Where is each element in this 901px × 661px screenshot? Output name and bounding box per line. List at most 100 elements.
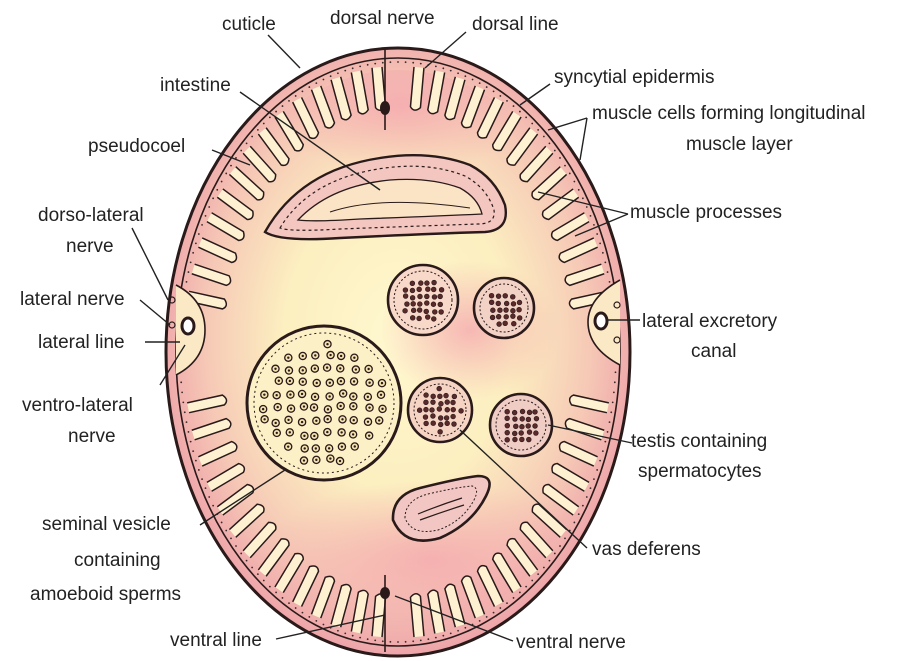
spermatocyte bbox=[425, 315, 430, 320]
epidermis-dot bbox=[537, 129, 539, 131]
epidermis-dot bbox=[382, 62, 384, 64]
sperm-nucleus bbox=[326, 431, 328, 433]
sperm-nucleus bbox=[329, 457, 331, 459]
epidermis-dot bbox=[257, 573, 259, 575]
spermatocyte bbox=[445, 400, 450, 405]
epidermis-dot bbox=[269, 116, 271, 118]
epidermis-dot bbox=[486, 86, 488, 88]
spermatocyte bbox=[423, 415, 428, 420]
spermatocyte bbox=[517, 300, 522, 305]
epidermis-dot bbox=[186, 421, 188, 423]
sperm-nucleus bbox=[313, 435, 315, 437]
label-vas-deferens: vas deferens bbox=[592, 539, 701, 560]
spermatocyte bbox=[510, 294, 515, 299]
spermatocyte bbox=[451, 400, 456, 405]
epidermis-dot bbox=[602, 450, 604, 452]
epidermis-dot bbox=[519, 111, 521, 113]
epidermis-dot bbox=[525, 116, 527, 118]
epidermis-dot bbox=[397, 61, 399, 63]
epidermis-dot bbox=[593, 478, 595, 480]
epidermis-dot bbox=[181, 391, 183, 393]
epidermis-dot bbox=[609, 281, 611, 283]
epidermis-dot bbox=[190, 261, 192, 263]
spermatocyte bbox=[445, 407, 450, 412]
sperm-nucleus bbox=[329, 354, 331, 356]
epidermis-dot bbox=[569, 173, 571, 175]
epidermis-dot bbox=[479, 620, 481, 622]
epidermis-dot bbox=[269, 586, 271, 588]
epidermis-dot bbox=[302, 90, 304, 92]
epidermis-dot bbox=[554, 553, 556, 555]
label-ventro-lateral-line1: ventro-lateral bbox=[22, 395, 133, 416]
spermatocyte bbox=[511, 321, 516, 326]
epidermis-dot bbox=[590, 215, 592, 217]
epidermis-dot bbox=[599, 242, 601, 244]
spermatocyte bbox=[431, 394, 436, 399]
epidermis-dot bbox=[221, 522, 223, 524]
epidermis-dot bbox=[308, 86, 310, 88]
spermatocyte bbox=[444, 415, 449, 420]
epidermis-dot bbox=[614, 381, 616, 383]
spermatocyte bbox=[425, 287, 430, 292]
epidermis-dot bbox=[180, 381, 182, 383]
sperm-nucleus bbox=[304, 447, 306, 449]
epidermis-dot bbox=[450, 632, 452, 634]
epidermis-dot bbox=[344, 632, 346, 634]
sperm-nucleus bbox=[353, 380, 355, 382]
sperm-nucleus bbox=[278, 380, 280, 382]
epidermis-dot bbox=[602, 252, 604, 254]
spermatocyte bbox=[424, 301, 429, 306]
epidermis-dot bbox=[337, 630, 339, 632]
spermatocyte bbox=[534, 416, 539, 421]
epidermis-dot bbox=[499, 95, 501, 97]
spermatocyte bbox=[520, 416, 525, 421]
epidermis-dot bbox=[420, 63, 422, 65]
epidermis-dot bbox=[344, 70, 346, 72]
spermatocyte bbox=[424, 294, 429, 299]
sperm-nucleus bbox=[354, 445, 356, 447]
epidermis-dot bbox=[412, 640, 414, 642]
testis-section-right bbox=[490, 394, 552, 456]
spermatocyte bbox=[438, 429, 443, 434]
label-testis-line1: testis containing bbox=[631, 431, 767, 452]
epidermis-dot bbox=[493, 90, 495, 92]
epidermis-dot bbox=[201, 224, 203, 226]
sperm-nucleus bbox=[288, 369, 290, 371]
spermatocyte bbox=[438, 302, 443, 307]
spermatocyte bbox=[444, 393, 449, 398]
epidermis-dot bbox=[578, 513, 580, 515]
spermatocyte bbox=[511, 301, 516, 306]
epidermis-dot bbox=[184, 411, 186, 413]
sperm-nucleus bbox=[367, 421, 369, 423]
label-syncytial-epidermis: syncytial epidermis bbox=[554, 67, 715, 88]
epidermis-dot bbox=[596, 233, 598, 235]
epidermis-dot bbox=[359, 66, 361, 68]
sperm-nucleus bbox=[342, 392, 344, 394]
epidermis-dot bbox=[549, 142, 551, 144]
spermatocyte bbox=[527, 430, 532, 435]
sperm-nucleus bbox=[303, 459, 305, 461]
spermatocyte bbox=[459, 408, 464, 413]
sperm-nucleus bbox=[355, 368, 357, 370]
sperm-nucleus bbox=[290, 407, 292, 409]
sperm-nucleus bbox=[263, 393, 265, 395]
spermatocyte bbox=[489, 300, 494, 305]
epidermis-dot bbox=[288, 100, 290, 102]
label-testis-line2: spermatocytes bbox=[638, 461, 762, 482]
sperm-nucleus bbox=[328, 447, 330, 449]
epidermis-dot bbox=[506, 602, 508, 604]
epidermis-dot bbox=[225, 530, 227, 532]
label-ventral-nerve: ventral nerve bbox=[516, 632, 626, 653]
label-dorso-lateral-line2: nerve bbox=[66, 236, 114, 257]
spermatocyte bbox=[505, 423, 510, 428]
sperm-nucleus bbox=[339, 460, 341, 462]
spermatocyte bbox=[410, 295, 415, 300]
spermatocyte bbox=[432, 295, 437, 300]
epidermis-dot bbox=[315, 82, 317, 84]
spermatocyte bbox=[439, 287, 444, 292]
spermatocyte bbox=[439, 401, 444, 406]
epidermis-dot bbox=[607, 431, 609, 433]
epidermis-dot bbox=[288, 602, 290, 604]
epidermis-dot bbox=[201, 478, 203, 480]
epidermis-dot bbox=[615, 371, 617, 373]
